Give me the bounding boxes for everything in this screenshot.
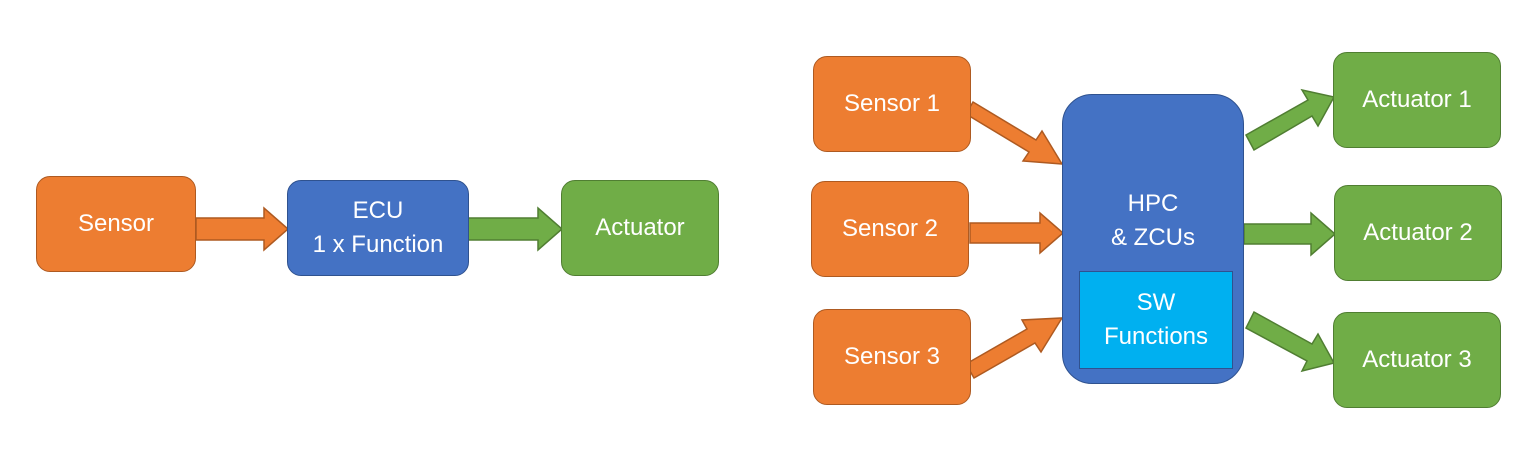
ecu-function-label: 1 x Function [312,231,444,258]
arrow-hpc-to-actuator1 [1244,88,1336,152]
actuator-1-box: Actuator 1 [1333,52,1501,148]
actuator-1-label: Actuator 1 [1362,86,1472,113]
arrow-sensor1-to-hpc [964,100,1064,165]
actuator-2-label: Actuator 2 [1363,219,1473,246]
sensor-1-box: Sensor 1 [813,56,971,152]
actuator-box: Actuator [561,180,719,276]
sensor-label: Sensor [77,210,155,237]
functions-label: Functions [1103,323,1209,350]
sensor-1-label: Sensor 1 [843,90,941,117]
sensor-3-label: Sensor 3 [843,343,941,370]
arrow-sensor2-to-hpc [969,211,1065,255]
ecu-box: ECU 1 x Function [287,180,469,276]
actuator-3-box: Actuator 3 [1333,312,1501,408]
arrow-sensor3-to-hpc [964,317,1064,380]
sensor-2-box: Sensor 2 [811,181,969,277]
sensor-3-box: Sensor 3 [813,309,971,405]
sensor-2-label: Sensor 2 [841,215,939,242]
sw-functions-box: SW Functions [1079,271,1233,369]
sw-label: SW [1136,289,1176,316]
arrow-ecu-to-actuator [467,206,564,252]
arrow-hpc-to-actuator3 [1245,310,1336,373]
actuator-2-box: Actuator 2 [1334,185,1502,281]
arrow-hpc-to-actuator2 [1243,211,1337,257]
zcus-label: & ZCUs [1111,224,1195,251]
ecu-label: ECU [352,197,404,224]
hpc-label: HPC [1127,190,1179,217]
arrow-sensor-to-ecu [195,206,290,252]
sensor-box: Sensor [36,176,196,272]
actuator-label: Actuator [595,214,685,241]
actuator-3-label: Actuator 3 [1362,346,1472,373]
